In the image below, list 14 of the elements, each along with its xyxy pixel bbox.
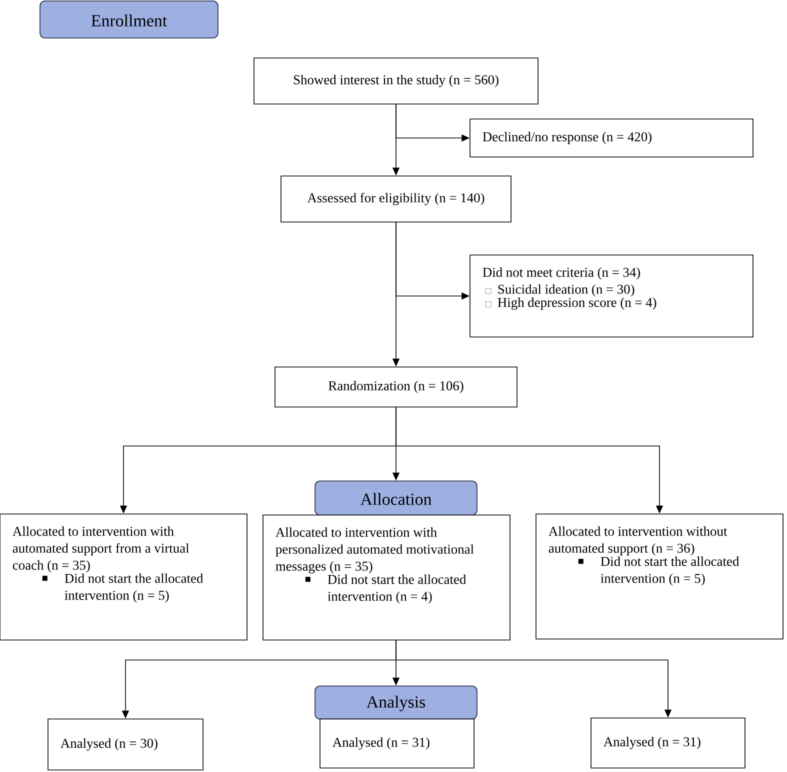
process-box: Allocated to intervention with personalized automated motivational messages (n = 35) Did not start the allocated intervention (n = 4) bbox=[262, 514, 510, 640]
section-header: Analysis bbox=[314, 686, 478, 720]
section-header: Enrollment bbox=[40, 0, 218, 38]
process-box: Declined/no response (n = 420) bbox=[470, 118, 754, 158]
process-box: Analysed (n = 30) bbox=[48, 718, 204, 770]
section-header: Allocation bbox=[314, 480, 478, 516]
process-box: Allocated to intervention without automated support (n = 36) Did not start the allocated intervention (n = 5) bbox=[536, 514, 784, 640]
process-box: Showed interest in the study (n = 560) bbox=[254, 58, 538, 104]
process-box: Allocated to intervention with automated support from a virtual coach (n = 35) Did not start the allocated intervention (n = 5) bbox=[0, 514, 248, 640]
process-box: Analysed (n = 31) bbox=[320, 718, 474, 768]
process-box: Randomization (n = 106) bbox=[274, 366, 518, 408]
process-box: Assessed for eligibility (n = 140) bbox=[280, 176, 512, 222]
process-box: Analysed (n = 31) bbox=[590, 718, 746, 768]
process-box: Did not meet criteria (n = 34) Suicidal ideation (n = 30) High depression score (n = 4) bbox=[470, 254, 754, 338]
